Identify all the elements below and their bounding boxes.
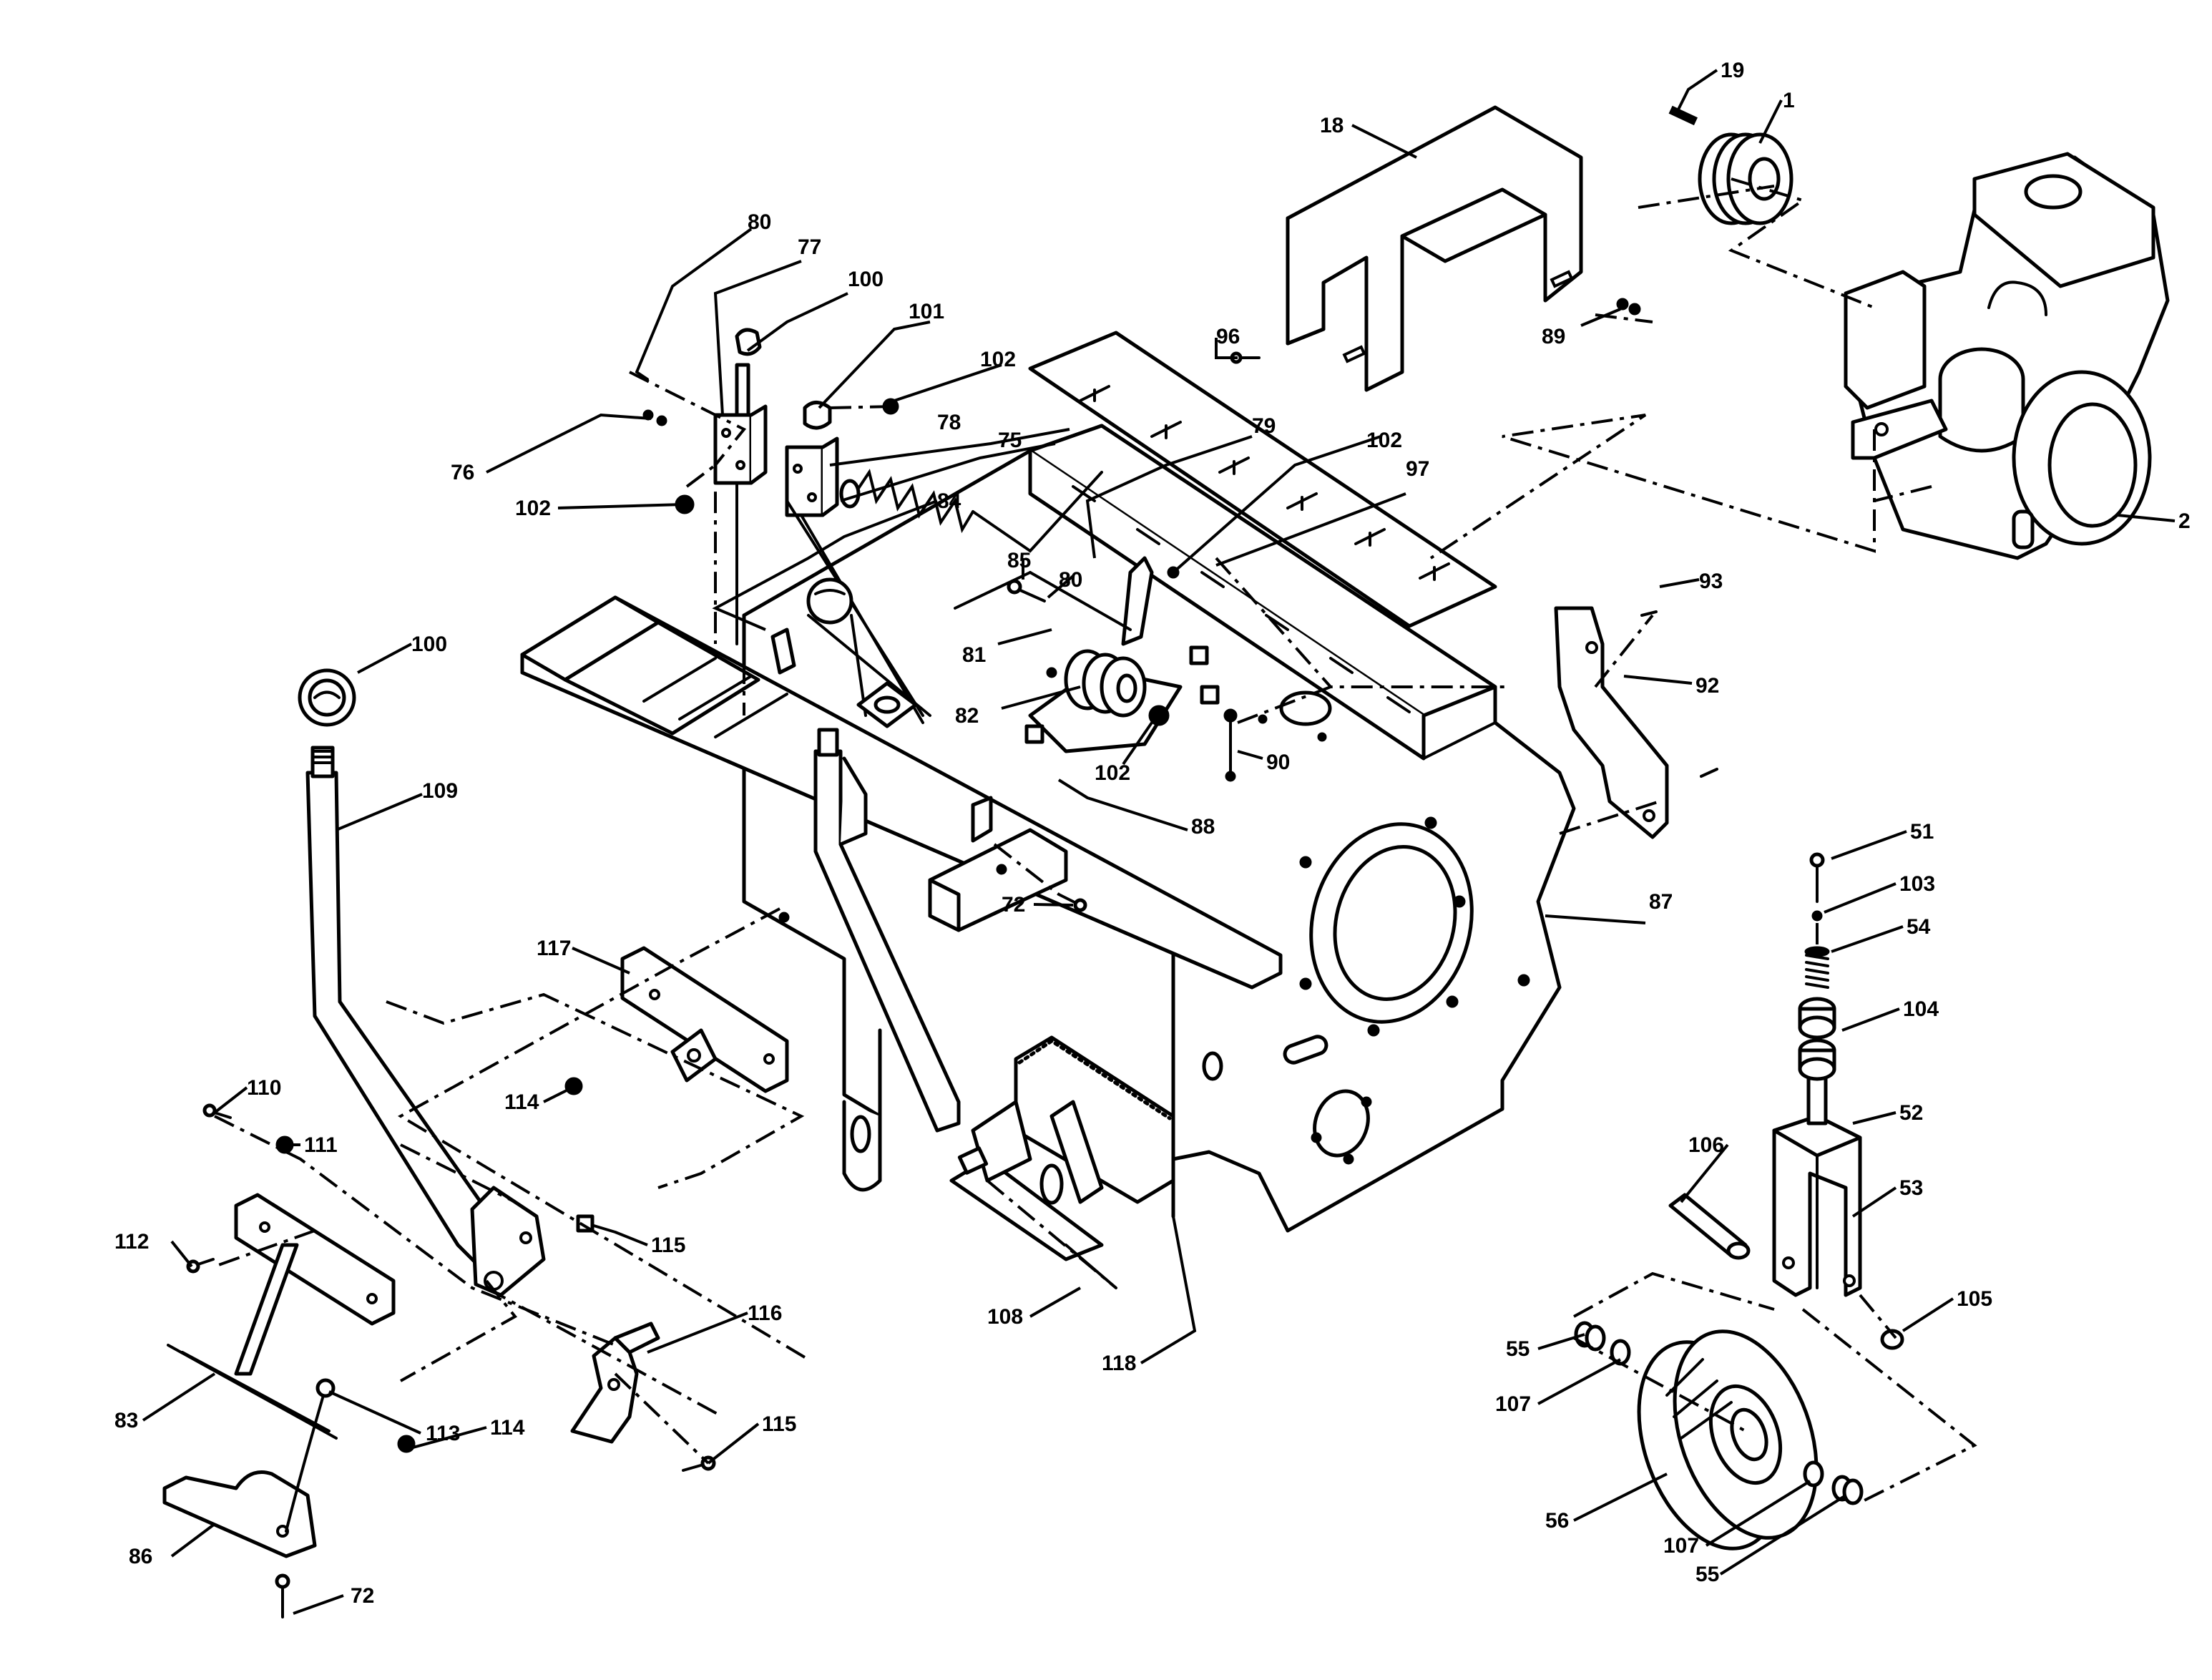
callout-103: 103 [1899, 872, 1935, 896]
control-brackets [713, 328, 924, 724]
callout-116: 116 [748, 1301, 782, 1325]
callout-54: 54 [1907, 915, 1931, 939]
callout-102-top: 102 [980, 348, 1016, 371]
caster-bearings [1798, 997, 1836, 1081]
left-handle [305, 746, 546, 1297]
callout-96: 96 [1216, 325, 1240, 348]
callout-88: 88 [1191, 815, 1215, 839]
bracket-screw-bottom [1700, 768, 1718, 778]
callout-56: 56 [1545, 1509, 1569, 1533]
callout-102-mid: 102 [1366, 429, 1402, 452]
handle-knob [298, 668, 356, 727]
caster-fork [1772, 1064, 1862, 1297]
callout-114-bottom: 114 [490, 1416, 525, 1440]
engine-pulley [1698, 132, 1793, 225]
callout-85: 85 [1007, 549, 1031, 572]
callout-55-bottom: 55 [1695, 1563, 1719, 1586]
callout-84: 84 [937, 489, 961, 513]
callout-104: 104 [1903, 997, 1939, 1021]
side-bracket [1554, 606, 1669, 839]
callout-87: 87 [1649, 890, 1673, 914]
pulley-key [1668, 105, 1698, 126]
callout-115-top: 115 [651, 1234, 685, 1257]
callout-107-top: 107 [1495, 1392, 1531, 1416]
belt-guard [1286, 105, 1583, 392]
callout-52: 52 [1899, 1101, 1923, 1125]
cable-113 [285, 1387, 327, 1533]
callout-113: 113 [426, 1422, 460, 1445]
callout-89: 89 [1542, 325, 1565, 348]
callout-108: 108 [987, 1305, 1023, 1329]
callout-93: 93 [1699, 570, 1723, 593]
callout-79: 79 [1252, 414, 1276, 438]
callout-118: 118 [1102, 1352, 1136, 1375]
callout-112: 112 [114, 1230, 149, 1254]
main-frame [742, 424, 1576, 1233]
caster-wheel [1637, 1329, 1819, 1550]
callout-115-bottom: 115 [762, 1412, 796, 1436]
callout-105: 105 [1957, 1287, 1992, 1311]
callout-labels: 19 1 18 2 89 96 80 77 100 101 102 78 75 … [114, 59, 2191, 1608]
callout-106: 106 [1688, 1133, 1724, 1157]
bracket-117 [620, 946, 789, 1093]
callout-100-left: 100 [411, 633, 447, 656]
callout-82: 82 [955, 704, 979, 728]
callout-110: 110 [247, 1076, 281, 1100]
callout-76: 76 [451, 461, 474, 484]
cotter-pin-51-head [1809, 852, 1825, 868]
callout-51: 51 [1910, 820, 1934, 844]
bracket-screw-top [1640, 610, 1658, 617]
callout-2: 2 [2178, 509, 2191, 533]
callout-55-top: 55 [1506, 1337, 1530, 1361]
callout-92: 92 [1695, 674, 1719, 698]
bolt-85-head [1007, 579, 1022, 595]
callout-117: 117 [537, 937, 571, 960]
leader-lines [142, 69, 2176, 1615]
callout-72-mid: 72 [1002, 893, 1025, 917]
callout-101: 101 [909, 300, 944, 323]
callout-1: 1 [1783, 89, 1795, 112]
spring-end-75 [839, 479, 861, 509]
callout-109: 109 [422, 779, 458, 803]
callout-107-bottom: 107 [1663, 1534, 1699, 1558]
callout-81: 81 [962, 643, 986, 667]
callout-53: 53 [1899, 1176, 1923, 1200]
caster-spring [1804, 946, 1830, 989]
clip-116 [570, 1322, 660, 1444]
top-plate [1028, 331, 1497, 628]
callout-78: 78 [937, 411, 961, 434]
plate-86 [162, 1470, 317, 1558]
upper-handle-tube [770, 577, 931, 728]
callout-18: 18 [1320, 114, 1344, 137]
callout-114-top: 114 [504, 1090, 539, 1114]
engine [1844, 152, 2170, 560]
callout-77: 77 [798, 235, 821, 259]
callout-75: 75 [998, 429, 1022, 452]
callout-80-top: 80 [748, 210, 771, 234]
callout-102-left: 102 [515, 497, 551, 520]
wheel-spacers [1574, 1321, 1904, 1505]
assembly-lines [214, 177, 1977, 1504]
callout-19: 19 [1721, 59, 1744, 82]
callout-86: 86 [129, 1545, 152, 1568]
pedal-83 [167, 1193, 396, 1440]
washer-103 [1811, 910, 1823, 922]
callout-102-lower: 102 [1095, 761, 1130, 785]
callout-80-mid: 80 [1059, 568, 1082, 592]
callout-97: 97 [1406, 457, 1429, 481]
axle-106 [1668, 1193, 1751, 1260]
spring-84 [853, 469, 1103, 553]
callout-100-top: 100 [848, 268, 884, 291]
callout-83: 83 [114, 1409, 138, 1432]
callout-90: 90 [1266, 751, 1290, 774]
callout-111: 111 [304, 1133, 338, 1157]
callout-72-bottom: 72 [351, 1584, 374, 1608]
